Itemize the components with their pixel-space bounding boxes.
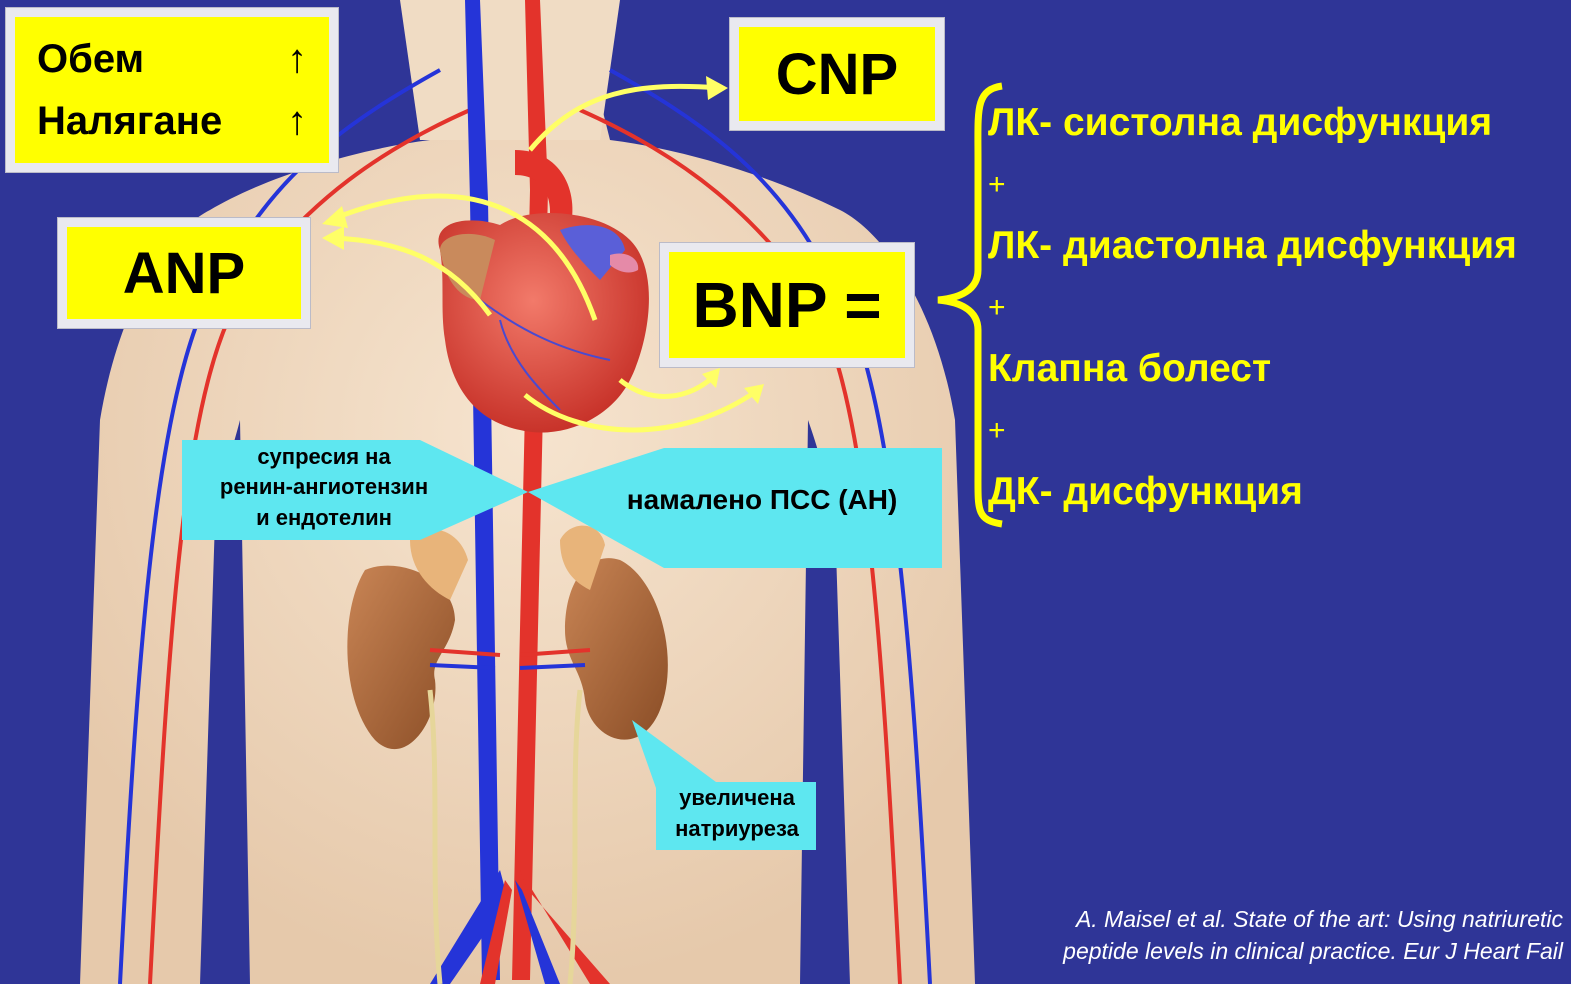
natriuresis-callout-text: увеличена натриуреза xyxy=(660,782,814,844)
volume-label: Обем xyxy=(37,28,144,90)
plus-sign: + xyxy=(988,400,1517,461)
list-item: ЛК- систолна дисфункция xyxy=(988,92,1517,154)
suppression-callout-text: супресия на ренин-ангиотензин и ендотели… xyxy=(188,442,460,533)
callout-line: натриуреза xyxy=(660,813,814,844)
up-arrow-icon: ↑ xyxy=(287,28,307,90)
callout-line: ренин-ангиотензин xyxy=(188,472,460,502)
callout-line: супресия на xyxy=(188,442,460,472)
citation: A. Maisel et al. State of the art: Using… xyxy=(943,904,1563,967)
list-item: ДК- дисфункция xyxy=(988,461,1517,523)
bnp-components-list: ЛК- систолна дисфункция + ЛК- диастолна … xyxy=(988,92,1517,523)
bnp-box: BNP = xyxy=(660,243,914,367)
anp-box: ANP xyxy=(58,218,310,328)
cnp-label: CNP xyxy=(776,41,898,108)
anp-label: ANP xyxy=(123,240,245,307)
up-arrow-icon: ↑ xyxy=(287,90,307,152)
volume-pressure-box: Обем ↑ Налягане ↑ xyxy=(6,8,338,172)
cnp-box: CNP xyxy=(730,18,944,130)
callout-line: увеличена xyxy=(660,782,814,813)
plus-sign: + xyxy=(988,154,1517,215)
pressure-label: Налягане xyxy=(37,90,222,152)
list-item: Клапна болест xyxy=(988,338,1517,400)
callout-line: и ендотелин xyxy=(188,503,460,533)
citation-line: peptide levels in clinical practice. Eur… xyxy=(943,936,1563,968)
citation-line: A. Maisel et al. State of the art: Using… xyxy=(943,904,1563,936)
plus-sign: + xyxy=(988,277,1517,338)
bnp-label: BNP = xyxy=(692,268,881,342)
list-item: ЛК- диастолна дисфункция xyxy=(988,215,1517,277)
reduced-pss-callout-text: намалено ПСС (АН) xyxy=(592,484,932,516)
